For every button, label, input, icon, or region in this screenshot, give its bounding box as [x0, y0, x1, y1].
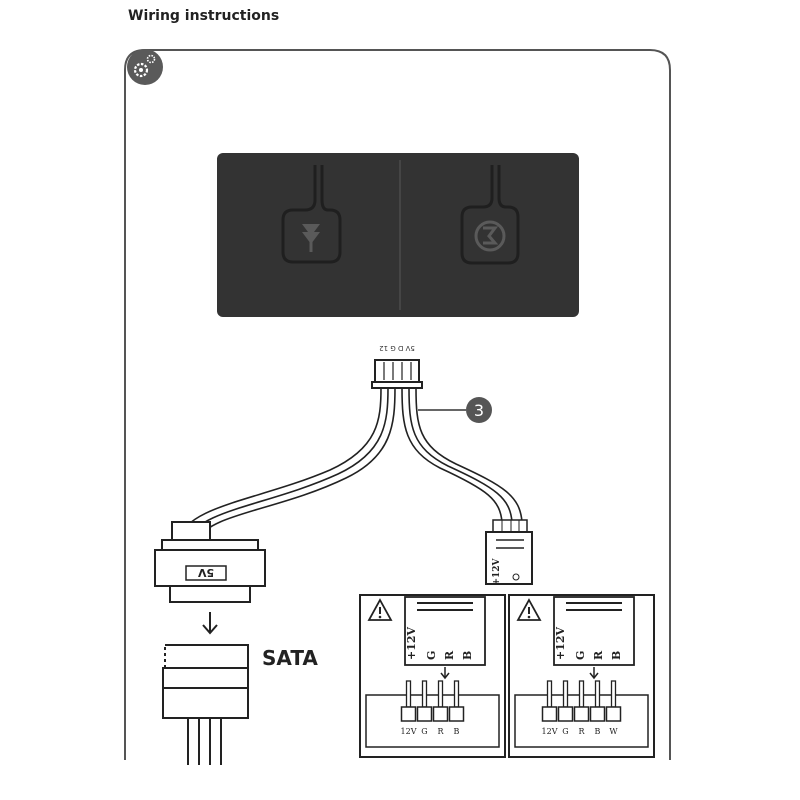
header-pin-label: G	[421, 727, 427, 736]
header-pin	[578, 680, 585, 708]
cable-bundle	[177, 387, 523, 541]
header-vertical-label: +12V	[554, 626, 567, 660]
header-pin	[453, 680, 460, 708]
header-vertical-label: G	[574, 651, 587, 660]
sata-plug: 5V	[154, 521, 266, 603]
header-pin	[562, 680, 569, 708]
arrow-down-icon	[440, 667, 450, 680]
header-pin-label: B	[454, 727, 460, 736]
header-pin-label: W	[609, 727, 618, 736]
header-pin-label: 12V	[542, 727, 558, 736]
header-vertical-label: R	[592, 650, 605, 660]
header-pin	[594, 680, 601, 708]
header-vertical-label: B	[610, 651, 623, 660]
header-pin-label: B	[595, 727, 601, 736]
header-pin	[421, 680, 428, 708]
header-pin	[437, 680, 444, 708]
connector-pin-label: 5V D G 12	[379, 344, 415, 352]
header-pin	[546, 680, 553, 708]
instruction-frame	[124, 49, 671, 760]
header-pin-label: G	[562, 727, 568, 736]
header-pin-label: R	[437, 727, 444, 736]
gear-icon	[127, 49, 163, 85]
header-pin	[405, 680, 412, 708]
header-vertical-label: G	[425, 651, 438, 660]
mode-m-icon	[474, 220, 506, 252]
controller-panel	[217, 153, 579, 317]
sata-socket	[162, 644, 249, 765]
page-title: Wiring instructions	[128, 8, 280, 24]
header-pin	[610, 680, 617, 708]
arrow-down-icon	[202, 612, 218, 635]
callout-number: 3	[474, 401, 484, 420]
header-vertical-label: R	[443, 650, 456, 660]
warning-icon	[367, 598, 393, 621]
header-pin-label: R	[578, 727, 585, 736]
warning-icon	[516, 598, 542, 621]
button-down	[281, 165, 342, 264]
header-vertical-label: +12V	[405, 626, 418, 660]
top-connector: 5V D G 12	[371, 344, 423, 389]
header-pin-label: 12V	[401, 727, 417, 736]
header-vertical-label: B	[461, 651, 474, 660]
sata-label: SATA	[262, 646, 318, 670]
arrow-down-icon	[302, 224, 320, 252]
button-mode	[460, 165, 520, 265]
sata-plug-label: 5V	[197, 566, 214, 579]
callout-3: 3	[418, 397, 492, 423]
arrow-down-icon	[589, 667, 599, 680]
argb-plug: +12V	[485, 519, 533, 586]
argb-plug-label: +12V	[492, 557, 502, 585]
